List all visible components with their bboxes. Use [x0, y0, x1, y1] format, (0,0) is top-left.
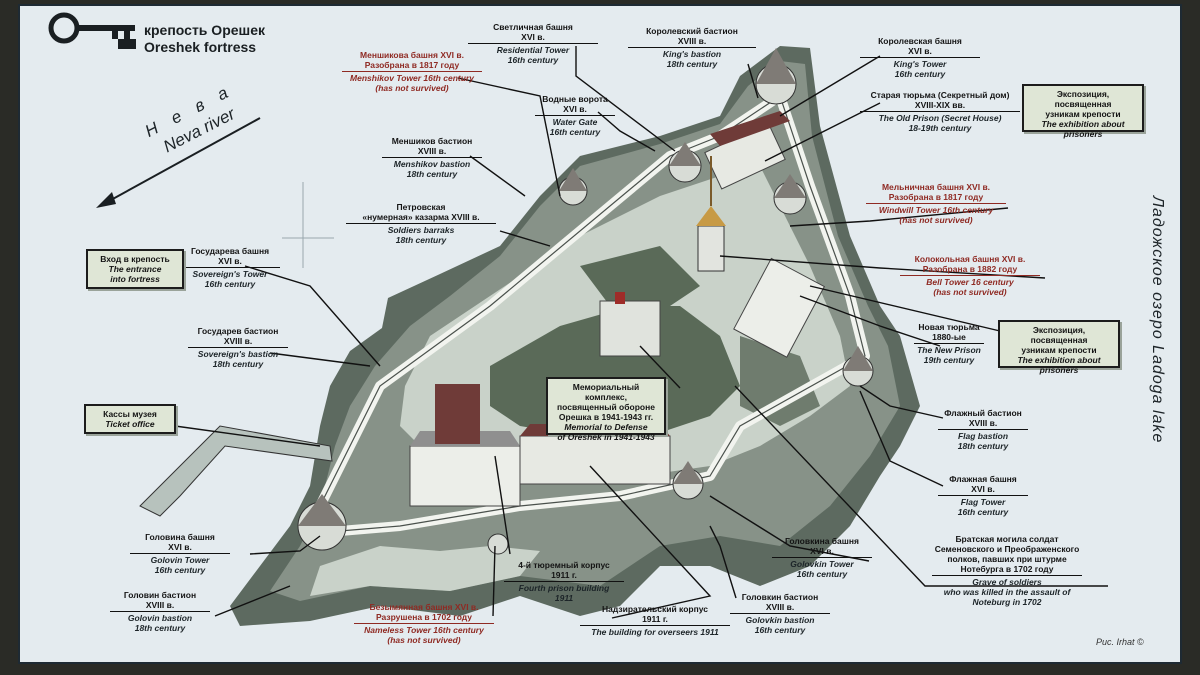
tower-flag: [672, 461, 704, 500]
tower-kings: [755, 48, 797, 105]
tower-menshikova: [558, 168, 588, 206]
key-icon: [48, 12, 136, 49]
tower-bell: [696, 156, 726, 272]
box-memorial: Мемориальный комплекс,посвященный оборон…: [546, 377, 666, 442]
building-prison: [409, 445, 521, 507]
label-windmill-tower: Мельничная башня XVI в.Разобрана в 1817 …: [866, 182, 1006, 225]
lake-label: Ладожское озеро Ladoga lake: [1149, 196, 1166, 444]
title-ru: крепость Орешек: [144, 22, 265, 38]
label-petrovskaya: Петровская«нумерная» казарма XVIII в.Sol…: [346, 202, 496, 245]
building-new-prison: [733, 257, 826, 358]
label-old-prison: Старая тюрьма (Секретный дом)XVIII-XIX в…: [860, 90, 1020, 133]
title-en: Oreshek fortress: [144, 39, 257, 55]
tower-residential: [668, 142, 702, 183]
bridge: [139, 425, 333, 517]
label-nameless-tower: Безымянная башня XVI в.Разрушена в 1702 …: [354, 602, 494, 645]
tower-windmill: [773, 174, 807, 215]
credit: Рис. Irhat ©: [1096, 637, 1144, 647]
river-arrow: [99, 117, 261, 207]
tower-golovina: [297, 494, 347, 551]
label-menshikova-tower: Меншикова башня XVI в.Разобрана в 1817 г…: [342, 50, 482, 93]
tower-flag-bastion: [842, 346, 874, 387]
map-board: крепость Орешек Oreshek fortress Н е в а…: [18, 4, 1182, 664]
label-bell-tower: Колокольная башня XVI в.Разобрана в 1882…: [900, 254, 1040, 297]
tower-nameless: [487, 533, 509, 555]
